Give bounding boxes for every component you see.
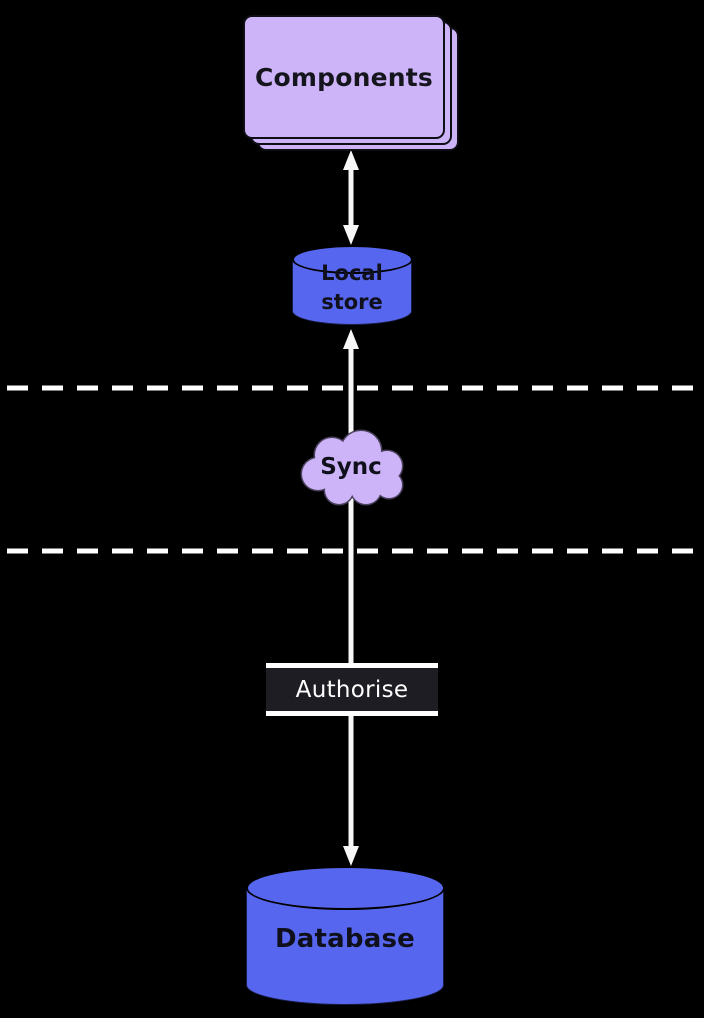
sync-label: Sync	[320, 454, 382, 480]
sync-node	[294, 428, 408, 508]
components-label: Components	[254, 62, 434, 92]
local-store-node	[291, 245, 413, 325]
components-node: Components	[243, 15, 445, 139]
local-store-database-arrow	[343, 329, 359, 866]
database-label: Database	[275, 924, 415, 954]
database-node	[245, 866, 445, 1005]
local-store-label: Local store	[321, 261, 383, 314]
components-local-store-arrow	[343, 150, 359, 245]
authorise-label: Authorise	[295, 676, 409, 703]
cloud-shape	[300, 429, 404, 506]
authorise-node: Authorise	[266, 663, 438, 716]
